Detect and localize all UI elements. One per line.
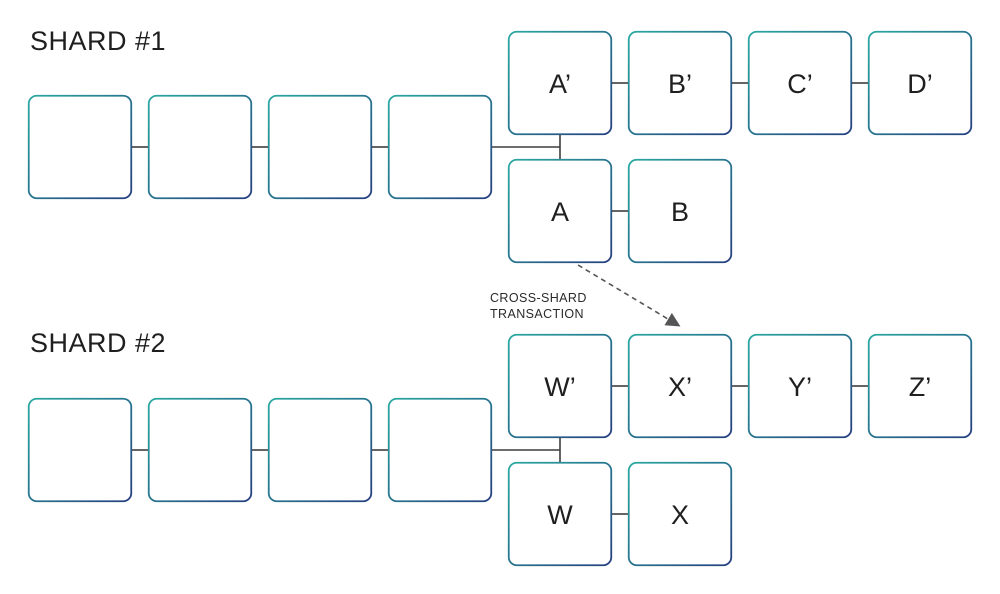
block-box [867, 30, 973, 136]
cross-shard-label-line-2: TRANSACTION [490, 307, 584, 321]
block-label: C’ [787, 69, 813, 99]
block-box [507, 30, 613, 136]
shard1-block-a: A [507, 158, 613, 264]
shard2-block-z-prime: Z’ [867, 333, 973, 439]
arrows-layer [577, 264, 681, 327]
shard2-block-w: W [507, 461, 613, 567]
block-label: X [671, 500, 689, 530]
block-box [387, 397, 493, 503]
block-box [27, 397, 133, 503]
shard2-block-w-prime: W’ [507, 333, 613, 439]
shard2-block-x-prime: X’ [627, 333, 733, 439]
shard1-main-block-3 [267, 94, 373, 200]
shard1-main-block-2 [147, 94, 253, 200]
block-box [147, 94, 253, 200]
block-box [507, 333, 613, 439]
block-box [627, 333, 733, 439]
block-box [747, 333, 853, 439]
block-label: A’ [549, 69, 571, 99]
shard2-main-block-4 [387, 397, 493, 503]
shard2-main-block-2 [147, 397, 253, 503]
block-label: B [671, 197, 689, 227]
block-box [27, 94, 133, 200]
block-label: Z’ [909, 372, 932, 402]
cross-shard-transaction-label: CROSS-SHARD TRANSACTION [490, 290, 587, 322]
block-box [267, 397, 373, 503]
cross-shard-arrow [577, 264, 681, 327]
cross-shard-label-line-1: CROSS-SHARD [490, 291, 587, 305]
block-box [147, 397, 253, 503]
shard2-block-y-prime: Y’ [747, 333, 853, 439]
blocks-layer: A’ B’ C’ D’ A B W’ X’ Y’ Z’ W X [27, 30, 973, 567]
shard2-block-x: X [627, 461, 733, 567]
shard2-main-block-3 [267, 397, 373, 503]
block-label: A [551, 197, 569, 227]
shard2-main-block-1 [27, 397, 133, 503]
block-box [867, 333, 973, 439]
block-box [507, 158, 613, 264]
shard-1-title: SHARD #1 [30, 26, 167, 56]
block-box [627, 30, 733, 136]
connector-lines [132, 82, 868, 515]
shard1-block-b-prime: B’ [627, 30, 733, 136]
block-label: B’ [668, 69, 692, 99]
shard-2-title: SHARD #2 [30, 328, 167, 358]
block-label: Y’ [788, 372, 812, 402]
shard1-main-block-4 [387, 94, 493, 200]
block-box [747, 30, 853, 136]
block-label: D’ [907, 69, 933, 99]
block-box [627, 461, 733, 567]
shard1-main-block-1 [27, 94, 133, 200]
block-label: W [547, 500, 573, 530]
block-box [267, 94, 373, 200]
block-box [507, 461, 613, 567]
shard1-block-a-prime: A’ [507, 30, 613, 136]
shard1-block-c-prime: C’ [747, 30, 853, 136]
block-label: W’ [544, 372, 575, 402]
shard1-block-b: B [627, 158, 733, 264]
shard1-block-d-prime: D’ [867, 30, 973, 136]
block-box [387, 94, 493, 200]
block-box [627, 158, 733, 264]
block-label: X’ [668, 372, 692, 402]
